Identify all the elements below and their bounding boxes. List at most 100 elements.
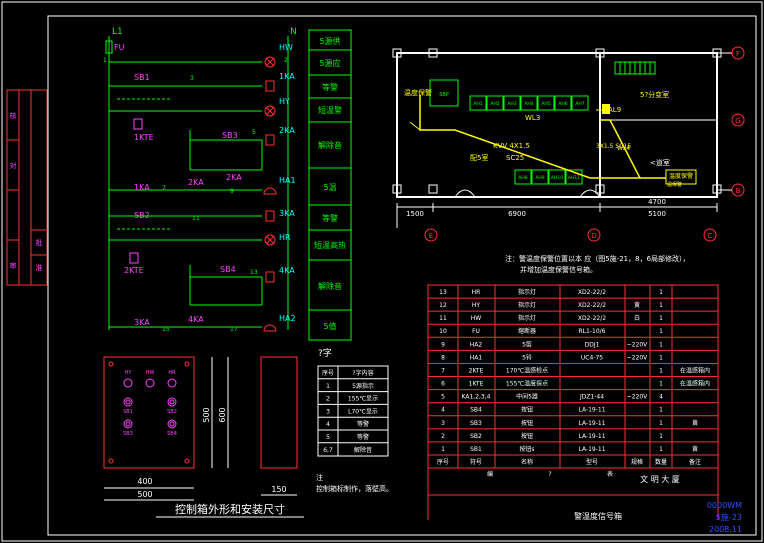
parts-cell: 4 [659, 394, 663, 401]
contact-2ka-b: 2KA [188, 178, 204, 187]
coil-label-hw: HW [279, 43, 293, 52]
node-3: 3 [190, 75, 194, 82]
parts-cell: 指示灯 [518, 288, 536, 296]
box-button [167, 397, 177, 407]
func-0: 5源供 [319, 36, 340, 46]
parts-cell: 11 [439, 315, 447, 322]
coil-label-hr: HR [279, 233, 291, 242]
parts-cell: LA-19-11 [578, 420, 605, 427]
kte2-symbol [129, 252, 139, 264]
parts-cell: SB1 [470, 446, 482, 453]
panel-label: AH5 [541, 101, 550, 107]
parts-cell: RL1-10/6 [579, 328, 606, 335]
plan-note-0: 注：警温度保警位置以本 应（图5施-21，8，6局部修改）， [505, 254, 690, 263]
legend-cell-no: 4 [326, 421, 330, 428]
parts-cell: 5 [441, 394, 445, 401]
func-1: 5源应 [319, 58, 340, 68]
parts-cell: HW [471, 315, 482, 322]
parts-cell: KA1,2,3,4 [462, 394, 491, 401]
parts-cell: 1 [659, 381, 663, 388]
coil-label-4ka: 4KA [279, 266, 295, 275]
legend-cell-text: 解除音 [354, 446, 372, 454]
coil-3ka [265, 210, 275, 222]
box-button-inner [169, 421, 175, 427]
box-button [123, 397, 133, 407]
parts-cell: 1 [659, 420, 663, 427]
coil-label-3ka: 3KA [279, 209, 295, 218]
contact-4ka: 4KA [188, 315, 204, 324]
parts-cell: LA-19-11 [578, 433, 605, 440]
panel-box [514, 169, 532, 185]
coil-label-hy: HY [279, 97, 290, 106]
plan-wiring: 3X1.5 SC15 [596, 143, 631, 150]
parts-cell: DDJ1 [585, 341, 600, 348]
plan-entrance: <道室 [650, 158, 670, 167]
axis-bubble-e [396, 212, 438, 242]
panel-box [554, 95, 572, 111]
panel-label: AH1 [473, 101, 482, 107]
box-front [103, 356, 195, 469]
panel-box [571, 95, 589, 111]
parts-cell: 1 [659, 315, 663, 322]
parts-cell: 4 [441, 407, 445, 414]
switchboard [429, 79, 459, 107]
func-7: 短温高热 [314, 240, 346, 250]
parts-header: 备注 [689, 458, 701, 466]
fu-label: FU [114, 43, 125, 52]
parts-cell: 1 [441, 446, 445, 453]
parts-cell: HA1 [470, 354, 483, 361]
coil-4ka [265, 271, 275, 283]
func-6: 等警 [322, 213, 338, 223]
parts-cell: ~220V [627, 354, 648, 361]
parts-cell: LA-19-11 [578, 407, 605, 414]
box-dim-600: 600 [218, 407, 227, 422]
panel-box [531, 169, 549, 185]
legend-cell-no: 5 [326, 434, 330, 441]
schematic: L1 N FU 1 2 [103, 27, 297, 333]
parts-cell: 1 [659, 302, 663, 309]
box-note-0: 注 [316, 473, 323, 482]
coil-1ka [265, 80, 275, 92]
dim-6900: 6900 [508, 210, 526, 218]
panel-label: AH8 [518, 175, 527, 181]
parts-cell: 155℃温度探点 [506, 380, 548, 388]
parts-cell: 1 [659, 407, 663, 414]
parts-cell: 1 [659, 341, 663, 348]
contact-1ka: 1KA [134, 183, 150, 192]
contact-sb3: SB3 [222, 131, 238, 140]
panel-box [548, 169, 566, 185]
node-13: 13 [250, 269, 258, 276]
parts-cell: 白 [634, 314, 640, 322]
parts-cell: 按钮 [521, 432, 533, 440]
coil-label-ha1: HA1 [279, 176, 296, 185]
plan-alarm2: 温保警 [667, 181, 682, 188]
func-2: 等警 [322, 82, 338, 92]
parts-cell: SB4 [470, 407, 482, 414]
legend-cell-no: 2 [326, 396, 330, 403]
strip-text-1: 对 [10, 161, 17, 170]
lamp-hy [264, 105, 276, 117]
panel-box [565, 169, 583, 185]
bell-ha1 [263, 187, 277, 195]
node-7: 7 [162, 185, 166, 192]
parts-cell: ~220V [627, 394, 648, 401]
axis-label-f: F [736, 50, 740, 58]
panel-label: AH11 [568, 175, 580, 181]
panel-label: AH9 [535, 175, 544, 181]
func-3: 短温警 [318, 105, 342, 115]
box-dim-500h: 500 [202, 407, 211, 422]
legend-header-0: 序号 [322, 369, 334, 377]
coil-label-ha2: HA2 [279, 314, 296, 323]
box-lamp-label: HW [146, 370, 155, 376]
parts-cell: 按钮 [521, 406, 533, 414]
box-button [167, 419, 177, 429]
parts-cell: 1 [659, 328, 663, 335]
box-button [123, 419, 133, 429]
inner-border [47, 15, 757, 536]
parts-cell: 170℃温感检点 [506, 366, 548, 374]
